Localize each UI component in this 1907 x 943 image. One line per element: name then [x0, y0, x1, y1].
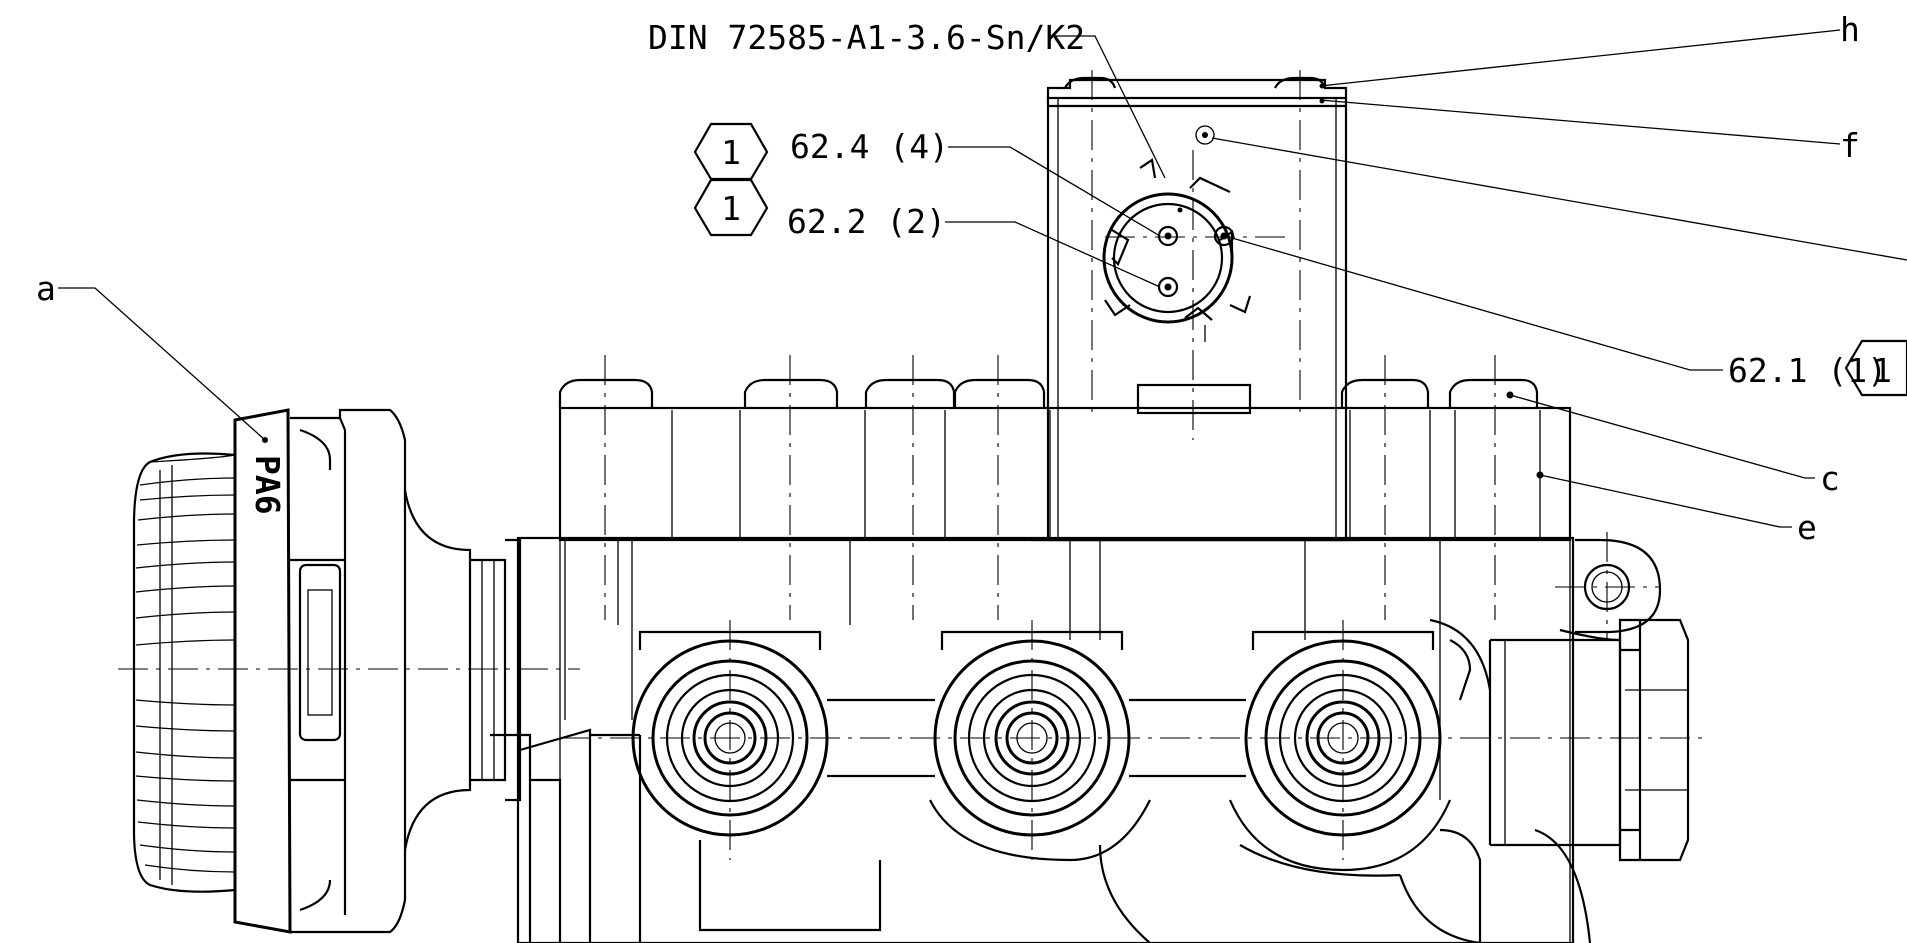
center-lines [118, 70, 1710, 860]
din-connector-socket [1102, 158, 1252, 342]
connector-housing [1030, 76, 1360, 542]
knob-neck [470, 538, 522, 802]
note-flag-pin-2: 1 [693, 178, 769, 237]
part-marking-text: PA6 [248, 455, 287, 515]
port-center [933, 630, 1131, 837]
knob-flange [233, 408, 472, 934]
port-left [631, 630, 829, 837]
bolt-heads [558, 378, 1539, 408]
note-flag-pin-4: 1 [693, 122, 769, 181]
ribbed-knob [132, 452, 236, 893]
callout-c: c [1820, 459, 1840, 498]
lower-body-details [490, 618, 1592, 943]
port-bridges [827, 698, 1246, 778]
din-spec-label: DIN 72585-A1-3.6-Sn/K2 [648, 18, 1085, 57]
leader-lines [58, 29, 1907, 528]
right-fitting [1488, 538, 1690, 862]
note-flag-pin-1: 1 [1844, 339, 1907, 397]
callout-e: e [1797, 508, 1817, 547]
pin-label-1: 62.1 (1) [1728, 351, 1887, 390]
note-flag-pin-2-text: 1 [721, 189, 741, 228]
note-flag-pin-4-text: 1 [721, 133, 741, 172]
pin-label-4: 62.4 (4) [790, 127, 949, 166]
pin-label-2: 62.2 (2) [787, 202, 946, 241]
note-flag-pin-1-text: 1 [1872, 351, 1892, 390]
callout-a: a [36, 269, 56, 308]
callout-h: h [1840, 10, 1860, 49]
callout-f: f [1840, 126, 1860, 165]
